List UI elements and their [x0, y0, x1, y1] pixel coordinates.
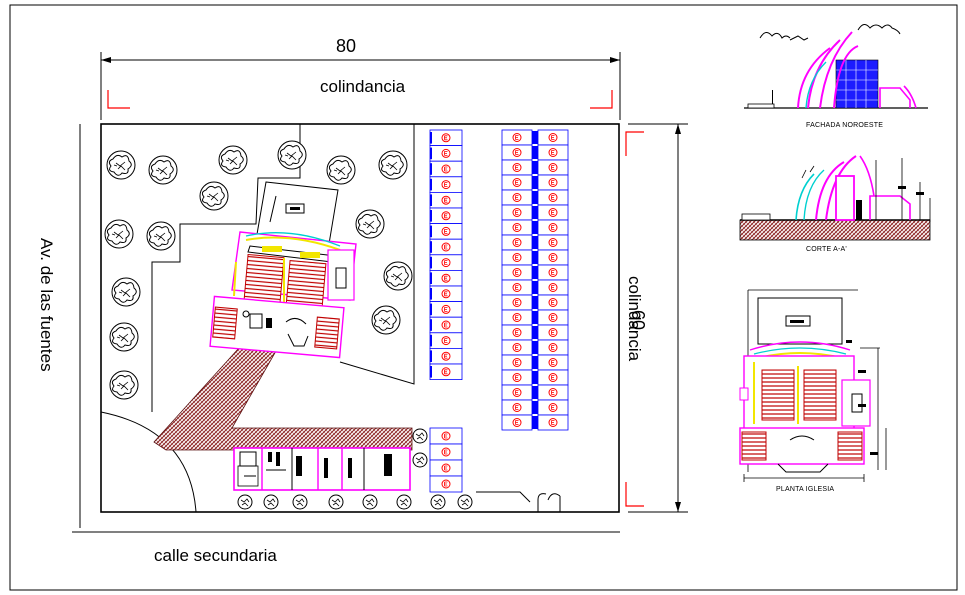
parking-stall	[537, 369, 569, 386]
parking-stall	[429, 427, 463, 445]
parking-stall	[429, 238, 463, 256]
parking-stall	[537, 339, 569, 356]
hatched-walkway	[153, 337, 413, 451]
parking-stall	[429, 301, 463, 318]
parking-stall	[537, 324, 569, 341]
section-drawing	[739, 155, 931, 241]
parking-stall	[501, 144, 533, 161]
parking-stall	[429, 443, 463, 461]
parking-stall	[537, 309, 569, 326]
parking-stall	[537, 399, 569, 416]
parking-stall	[429, 285, 463, 303]
parking-stall	[429, 459, 463, 477]
parking-stall	[429, 160, 463, 178]
parking-stall	[429, 207, 463, 225]
section-title: CORTE A-A'	[806, 246, 847, 253]
parking-stall	[537, 174, 569, 191]
service-buildings	[233, 447, 411, 491]
parking-stall	[537, 414, 569, 431]
parking-stall	[501, 369, 533, 386]
parking-stall	[429, 254, 463, 271]
parking-stall	[501, 204, 533, 221]
width-dimension-value: 80	[336, 36, 357, 56]
parking-stall	[429, 269, 463, 287]
parking-stall	[501, 384, 533, 401]
parking-stall	[501, 294, 533, 311]
parking-stall	[429, 347, 463, 365]
parking-stall	[429, 223, 463, 240]
street-label: calle secundaria	[154, 546, 277, 565]
sheet-border	[9, 4, 958, 591]
parking-stall	[501, 129, 533, 146]
parking-stall	[537, 204, 569, 221]
parking-right-double-column	[501, 129, 569, 431]
parking-stall	[429, 191, 463, 209]
green-area-outline	[151, 124, 415, 412]
property-boundary	[100, 123, 620, 513]
avenue-label: Av. de las fuentes	[37, 238, 56, 372]
parking-stall	[501, 174, 533, 191]
parking-stall	[537, 219, 569, 236]
parking-stall	[537, 384, 569, 401]
parking-stall	[501, 339, 533, 356]
parking-stall	[501, 414, 533, 431]
parking-stall	[501, 309, 533, 326]
parking-stall	[537, 279, 569, 296]
parking-stall	[501, 159, 533, 176]
plan-title: PLANTA IGLESIA	[776, 486, 835, 493]
right-dimension-line	[625, 123, 688, 513]
parking-stall	[537, 294, 569, 311]
parking-stall	[537, 159, 569, 176]
parking-left-column	[429, 129, 463, 381]
parking-stall	[501, 219, 533, 236]
parking-stall	[501, 324, 533, 341]
entrance-gate	[476, 491, 561, 512]
parking-stall	[429, 316, 463, 334]
parking-stall	[537, 189, 569, 206]
church-building-plan	[209, 181, 357, 359]
top-dimension-line	[100, 52, 621, 120]
parking-stall	[537, 144, 569, 161]
parking-stall	[501, 189, 533, 206]
parking-stall	[429, 176, 463, 193]
parking-stall	[429, 363, 463, 381]
parking-stall	[537, 354, 569, 371]
parking-small-block	[429, 427, 463, 493]
parking-stall	[429, 332, 463, 349]
parking-stall	[537, 234, 569, 251]
top-boundary-label: colindancia	[320, 77, 406, 96]
parking-stall	[429, 475, 463, 493]
parking-stall	[501, 249, 533, 266]
parking-stall	[501, 354, 533, 371]
parking-stall	[537, 249, 569, 266]
parking-stall	[501, 279, 533, 296]
parking-stall	[537, 129, 569, 146]
parking-stall	[501, 264, 533, 281]
parking-stall	[501, 234, 533, 251]
parking-stall	[501, 399, 533, 416]
parking-stall	[429, 145, 463, 162]
parking-stall	[537, 264, 569, 281]
church-plan-drawing	[739, 289, 887, 482]
facade-title: FACHADA NOROESTE	[806, 122, 884, 129]
right-boundary-label: colindancia	[625, 276, 644, 362]
facade-drawing	[744, 24, 928, 109]
parking-stall	[429, 129, 463, 147]
